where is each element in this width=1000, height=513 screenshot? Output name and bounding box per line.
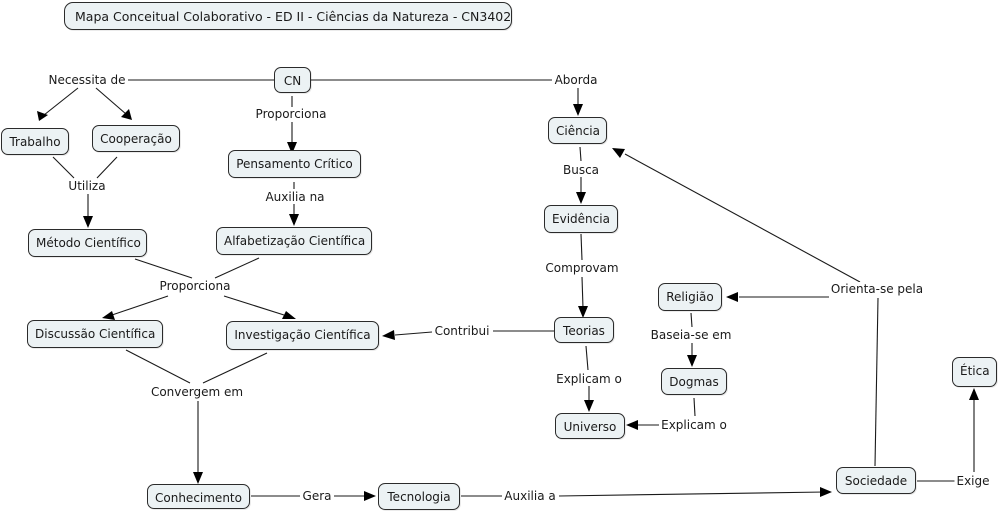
arrowhead [820,487,832,497]
arrowhead [121,109,132,120]
concept-investigacao-cientifica[interactable]: Investigação Científica [226,321,379,350]
connector [394,331,433,336]
connector [580,233,583,261]
arrowhead [193,472,203,484]
link-contribui[interactable]: Contribui [432,324,492,338]
concept-discussao-cientifica[interactable]: Discussão Científica [27,320,163,348]
concept-cooperacao[interactable]: Cooperação [92,125,180,152]
arrowhead [282,311,296,319]
arrowhead [687,355,697,367]
concept-sociedade[interactable]: Sociedade [836,467,916,494]
concept-conhecimento[interactable]: Conhecimento [147,484,250,509]
connector [585,345,589,371]
arrowhead [969,388,979,400]
concept-dogmas[interactable]: Dogmas [661,368,727,395]
link-comprovam[interactable]: Comprovam [543,261,621,275]
link-proporciona-cn[interactable]: Proporciona [253,107,329,121]
link-auxilia-a[interactable]: Auxilia a [502,489,558,503]
arrowhead [573,104,583,116]
connector [96,156,118,179]
connector [202,352,268,384]
connector [579,146,582,162]
concept-etica[interactable]: Ética [952,357,997,387]
arrowhead [612,148,625,158]
arrowhead [576,192,586,204]
connector [874,297,879,467]
link-proporciona-metodo[interactable]: Proporciona [157,279,233,293]
link-convergem-em[interactable]: Convergem em [148,385,246,399]
arrowhead [102,311,115,320]
link-gera[interactable]: Gera [300,489,334,503]
link-exige[interactable]: Exige [954,474,992,488]
concept-pensamento-critico[interactable]: Pensamento Crítico [228,150,361,178]
arrowhead [726,292,738,302]
concept-ciencia[interactable]: Ciência [548,117,607,144]
arrowhead [364,491,376,501]
connector [558,491,826,497]
link-explicam-o-dogmas[interactable]: Explicam o [659,418,729,432]
link-utiliza[interactable]: Utiliza [66,179,108,193]
connector [624,153,861,283]
map-title: Mapa Conceitual Colaborativo - ED II - C… [64,2,512,30]
arrowhead [626,420,638,430]
link-aborda[interactable]: Aborda [552,73,600,87]
arrowhead [382,330,395,340]
concept-metodo-cientifico[interactable]: Método Científico [28,229,147,257]
arrowhead [289,214,299,226]
concept-trabalho[interactable]: Trabalho [1,128,69,155]
arrowhead [287,142,297,154]
arrowhead [584,400,594,412]
connector [43,87,79,116]
concept-cn[interactable]: CN [274,67,311,93]
concept-tecnologia[interactable]: Tecnologia [378,483,460,510]
connector [690,312,693,328]
arrowhead [37,111,48,121]
link-necessita-de[interactable]: Necessita de [46,73,128,87]
link-orienta-se-pela[interactable]: Orienta-se pela [828,282,926,296]
concept-teorias[interactable]: Teorias [554,317,614,343]
arrowhead [83,216,93,228]
connector [95,87,127,115]
connector [134,258,193,279]
connector [581,276,584,309]
concept-evidencia[interactable]: Evidência [544,205,618,233]
connector [52,156,75,179]
link-auxilia-na[interactable]: Auxilia na [263,190,327,204]
link-baseia-se-em[interactable]: Baseia-se em [648,328,734,342]
arrowhead [578,306,588,318]
concept-religiao[interactable]: Religião [658,283,722,311]
connector [693,397,696,417]
connector [125,349,191,384]
link-busca[interactable]: Busca [560,163,602,177]
concept-universo[interactable]: Universo [555,413,625,439]
connector [214,257,260,279]
connector [111,295,169,316]
link-explicam-o-teorias[interactable]: Explicam o [554,372,624,386]
connector [223,295,285,316]
concept-alfabetizacao-cientifica[interactable]: Alfabetização Científica [216,227,372,255]
